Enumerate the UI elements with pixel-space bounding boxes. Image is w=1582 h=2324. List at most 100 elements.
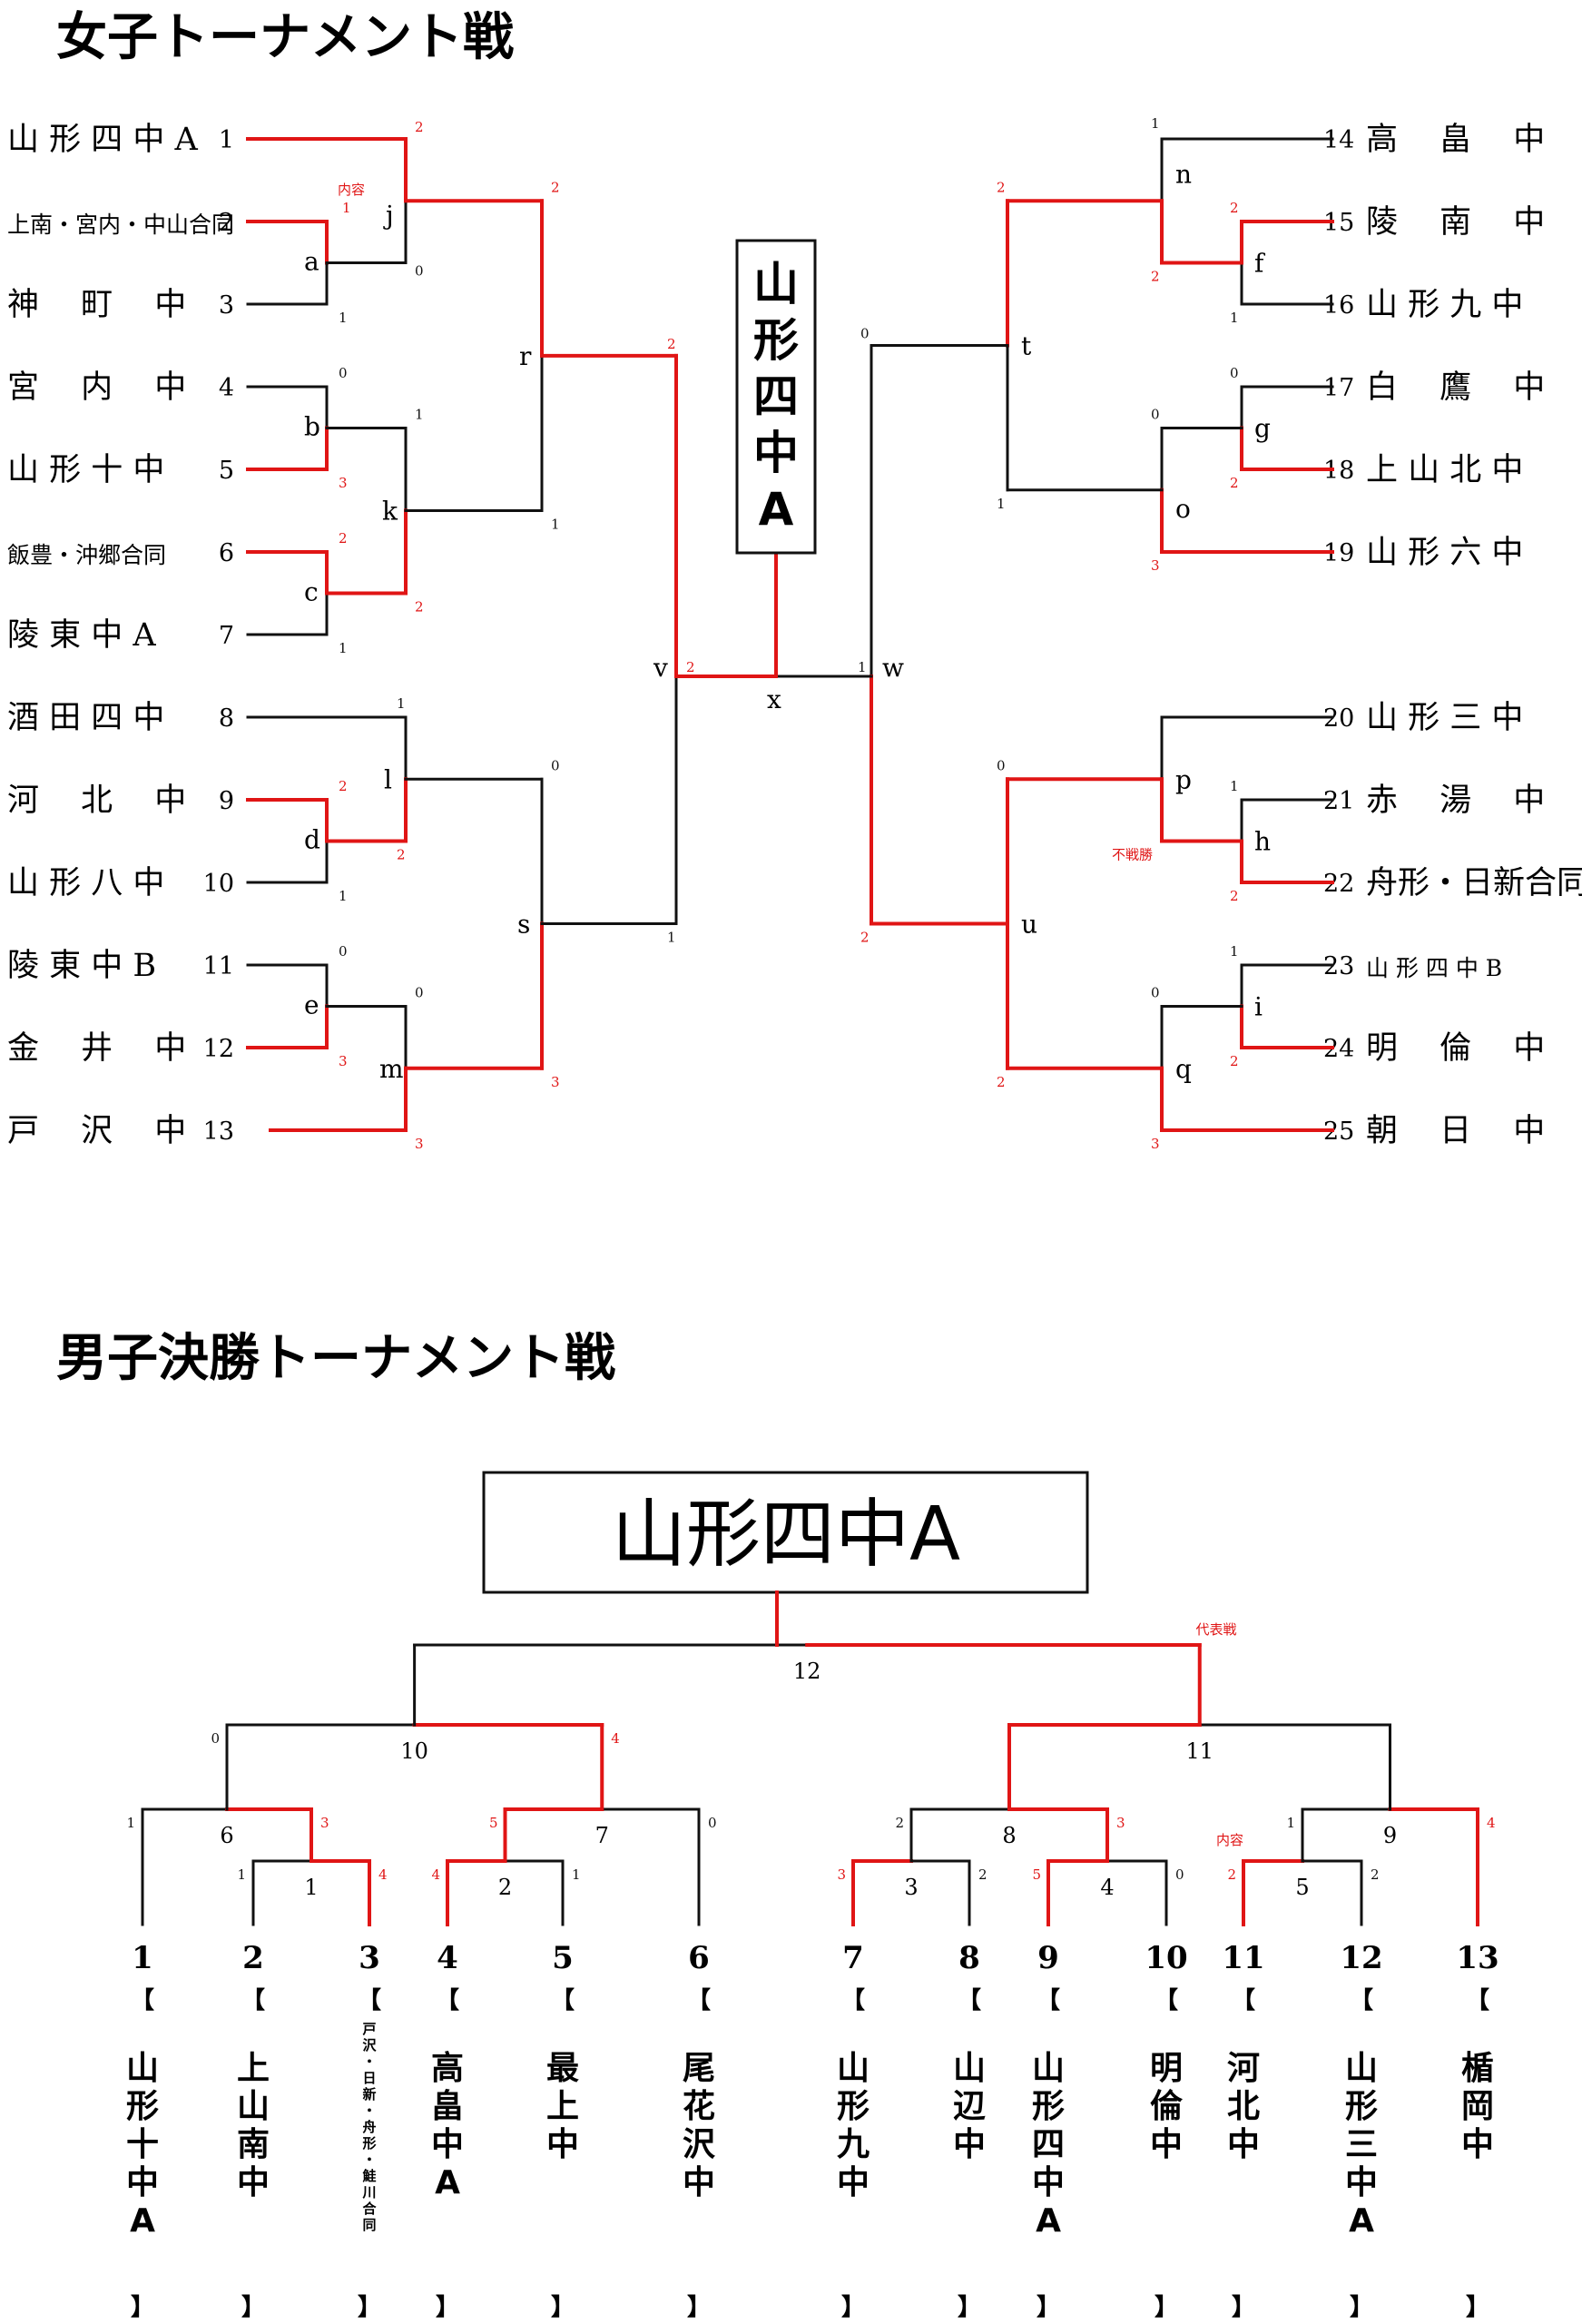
vertical-char: 中 (753, 427, 799, 479)
girls-team-right: 朝 日 中 (1366, 1113, 1545, 1149)
vertical-char: 形 (837, 2088, 870, 2125)
note-final: 代表戦 (1195, 1621, 1236, 1638)
score: 1 (858, 659, 867, 675)
score: 3 (320, 1815, 329, 1831)
girls-team-no-left: 5 (219, 457, 234, 485)
vertical-char: 辺 (953, 2088, 986, 2125)
score: 3 (1151, 557, 1160, 574)
vertical-char: 北 (1227, 2088, 1260, 2125)
score: 2 (1230, 888, 1239, 904)
bracket-close: 】 (1232, 2294, 1255, 2321)
vertical-char: 尾 (683, 2050, 715, 2087)
vertical-char: 中 (1461, 2126, 1494, 2163)
bracket-close: 】 (131, 2294, 154, 2321)
vertical-char: 山 (1345, 2050, 1378, 2087)
vertical-char: 倫 (1150, 2087, 1184, 2125)
girls-team-no-left: 9 (219, 787, 234, 815)
boys-entry-name: 山形四中A (1032, 2050, 1065, 2240)
girls-team-right: 白 鷹 中 (1366, 369, 1545, 406)
vertical-char: 山 (753, 258, 799, 310)
girls-team-no-left: 13 (203, 1118, 234, 1146)
score: 1 (342, 200, 351, 216)
vertical-char: 最 (546, 2050, 579, 2087)
girls-title: 女子トーナメント戦 (56, 8, 514, 67)
match-e: e (304, 990, 319, 1020)
score: 3 (339, 1053, 348, 1069)
girls-team-left: 酒 田 四 中 (7, 700, 164, 736)
boys-match-3: 3 (904, 1875, 918, 1900)
boys-match-12: 12 (793, 1659, 821, 1684)
score: 1 (1230, 778, 1239, 794)
vertical-char: 形 (753, 314, 799, 367)
score: 2 (1371, 1866, 1380, 1883)
girls-team-no-left: 12 (203, 1035, 234, 1063)
vertical-char: A (759, 483, 794, 536)
boys-match-1: 1 (304, 1875, 318, 1900)
girls-team-no-left: 3 (219, 291, 234, 320)
score: 1 (667, 930, 676, 946)
vertical-char: 新 (362, 2086, 376, 2102)
match-n: n (1175, 159, 1192, 189)
score: 2 (1227, 1866, 1236, 1883)
score: 5 (489, 1815, 498, 1831)
score: 1 (339, 310, 348, 326)
vertical-char: 楯 (1461, 2050, 1494, 2087)
score: 1 (397, 695, 406, 712)
score: 4 (1487, 1815, 1496, 1831)
girls-team-left: 山 形 八 中 (7, 865, 164, 901)
match-t: t (1021, 331, 1032, 361)
vertical-char: 山 (237, 2088, 270, 2125)
score: 1 (1230, 943, 1239, 960)
score: 0 (339, 365, 348, 381)
boys-entry-no: 6 (688, 1940, 710, 1976)
score: 1 (339, 888, 348, 904)
boys-entry-name: 最上中 (546, 2050, 579, 2163)
score: 4 (378, 1866, 388, 1883)
boys-title: 男子決勝トーナメント戦 (56, 1329, 615, 1388)
vertical-char: 同 (362, 2217, 376, 2233)
boys-entry-no: 12 (1340, 1940, 1382, 1976)
girls-team-left: 神 町 中 (7, 287, 186, 323)
girls-winner-box (735, 239, 817, 555)
vertical-char: 戸 (362, 2021, 376, 2037)
vertical-char: 沢 (362, 2037, 377, 2053)
vertical-char: A (435, 2164, 460, 2201)
bracket-open: 【 (358, 1987, 381, 2014)
score: 2 (397, 847, 406, 863)
bracket-close: 】 (1466, 2294, 1489, 2321)
bracket-close: 】 (436, 2294, 459, 2321)
girls-team-left: 戸 沢 中 (7, 1113, 186, 1149)
vertical-char: 中 (431, 2126, 464, 2163)
boys-entry-no: 2 (242, 1940, 264, 1976)
vertical-char: 四 (1032, 2126, 1065, 2163)
match-m: m (379, 1054, 404, 1084)
bracket-close: 】 (1350, 2294, 1373, 2321)
vertical-char: 中 (1345, 2164, 1378, 2201)
score: 2 (997, 1074, 1006, 1090)
girls-team-no-left: 11 (203, 952, 234, 980)
score: 2 (1230, 1053, 1239, 1069)
vertical-char: 形 (126, 2088, 159, 2125)
bracket-open: 【 (131, 1987, 154, 2014)
boys-entry-no: 8 (958, 1940, 980, 1976)
boys-winner-box (482, 1471, 1089, 1594)
vertical-char: 上 (237, 2050, 270, 2087)
girls-team-no-left: 6 (219, 539, 234, 567)
score: 2 (415, 599, 424, 615)
bracket-open: 【 (958, 1987, 981, 2014)
match-k: k (382, 497, 398, 527)
score: 1 (572, 1866, 581, 1883)
girls-team-left: 宮 内 中 (7, 369, 186, 406)
match-d: d (304, 825, 320, 855)
girls-team-left: 陵 東 中 B (7, 948, 156, 984)
score: 0 (708, 1815, 717, 1831)
vertical-char: 九 (837, 2126, 870, 2163)
match-j: j (383, 200, 394, 230)
boys-match-9: 9 (1383, 1823, 1397, 1848)
boys-match-2: 2 (498, 1875, 512, 1900)
match-b: b (304, 412, 320, 442)
match-g: g (1254, 414, 1271, 444)
vertical-char: 岡 (1461, 2088, 1494, 2125)
vertical-char: 川 (361, 2184, 376, 2201)
